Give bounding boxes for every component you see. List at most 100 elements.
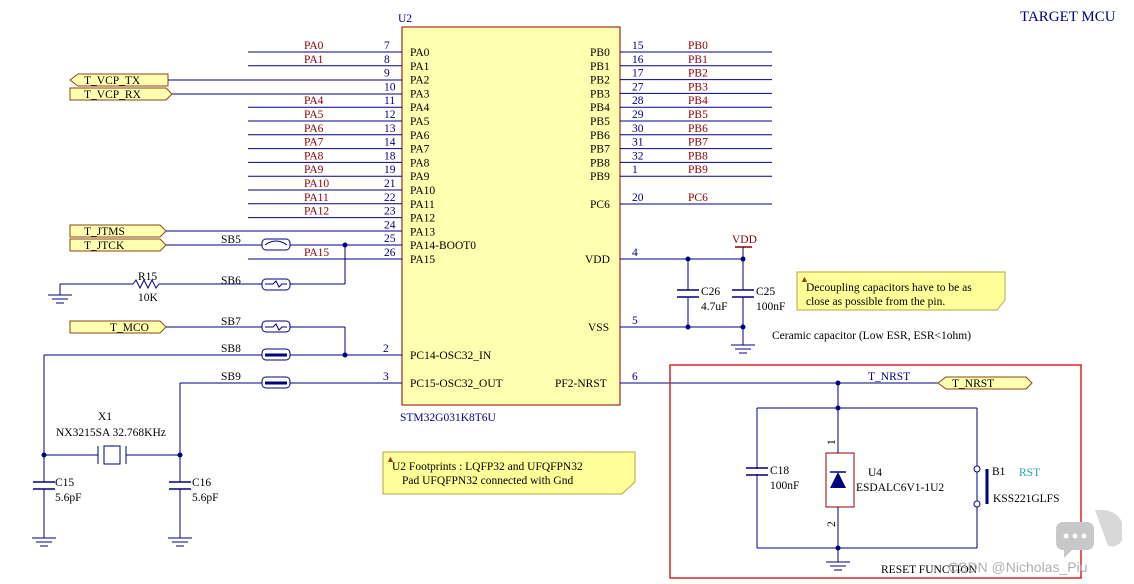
vdd-pin-name: VDD [585, 254, 610, 266]
port-nrst-label: T_NRST [952, 378, 994, 390]
right-pin-num: 16 [632, 54, 644, 66]
u4-ref: U4 [868, 467, 882, 479]
left-pin-name: PA6 [410, 130, 430, 142]
osc-in-name: PC14-OSC32_IN [410, 350, 492, 362]
right-pin-name: PB2 [590, 75, 610, 87]
left-pin-name: PA12 [410, 213, 435, 225]
port-vcp-tx: T_VCP_TX [69, 73, 169, 87]
chip-body [401, 26, 621, 406]
u4-pin1: 1 [826, 439, 838, 445]
port-vcp-rx-label: T_VCP_RX [84, 89, 142, 101]
right-net-label: PB0 [688, 40, 708, 52]
right-pin-name: PB0 [590, 47, 610, 59]
x1-value: NX3215SA 32.768KHz [56, 427, 166, 439]
x1-ref: X1 [98, 411, 112, 423]
port-nrst: T_NRST [937, 376, 1033, 390]
c25-ref: C25 [756, 286, 775, 298]
right-pin-name: PB3 [590, 88, 610, 100]
right-net-label: PB7 [688, 137, 708, 149]
right-pin-name: PB1 [590, 61, 610, 73]
c26-ref: C26 [701, 286, 720, 298]
left-net-label: PA11 [304, 192, 329, 204]
left-pin-num: 13 [384, 123, 396, 135]
nrst-net-label: T_NRST [868, 371, 910, 383]
c25-value: 100nF [756, 301, 785, 313]
sb6-label: SB6 [221, 275, 241, 287]
port-mco: T_MCO [69, 320, 167, 334]
left-pin-num: 8 [384, 54, 390, 66]
ceramic-note: Ceramic capacitor (Low ESR, ESR<1ohm) [772, 330, 971, 342]
c15-value: 5.6pF [55, 492, 82, 504]
left-pin-num: 23 [384, 206, 396, 218]
vdd-power-label: VDD [732, 234, 757, 246]
right-net-label: PB1 [688, 54, 708, 66]
b1-ref: B1 [992, 466, 1006, 478]
left-pin-name: PA4 [410, 102, 430, 114]
footprint-note-line1: U2 Footprints : LQFP32 and UFQFPN32 [392, 461, 583, 473]
left-net-label: PA9 [304, 164, 324, 176]
right-pin-num: 17 [632, 68, 644, 80]
right-pin-num: 32 [632, 150, 644, 162]
right-pin-name: PB7 [590, 144, 610, 156]
left-pin-num: 19 [384, 164, 396, 176]
port-mco-label: T_MCO [110, 322, 149, 334]
c16-ref: C16 [192, 477, 211, 489]
sb7-label: SB7 [221, 316, 241, 328]
port-jtck: T_JTCK [69, 238, 167, 252]
r15-resistor [132, 278, 160, 290]
r15-value: 10K [138, 292, 159, 304]
ground-c16 [168, 537, 192, 547]
c15-ref: C15 [55, 477, 74, 489]
c26-value: 4.7uF [701, 301, 728, 313]
sb5-bridge [261, 238, 291, 251]
left-pin-num: 9 [384, 68, 390, 80]
left-pin-num: 21 [384, 178, 396, 190]
right-pin-num: 28 [632, 95, 644, 107]
sb9-label: SB9 [221, 371, 241, 383]
left-pin-num: 24 [384, 219, 396, 231]
nrst-pin-num: 6 [632, 371, 638, 383]
left-net-label: PA1 [304, 54, 324, 66]
sb5-label: SB5 [221, 234, 241, 246]
port-jtck-label: T_JTCK [84, 240, 125, 252]
b1-label: RST [1019, 467, 1040, 479]
reset-function-box [669, 364, 1082, 579]
nrst-pin-name: PF2-NRST [555, 378, 607, 390]
left-net-label: PA15 [304, 247, 329, 259]
port-jtms-label: T_JTMS [84, 226, 125, 238]
left-pin-num: 25 [384, 233, 396, 245]
u4-value: ESDALC6V1-1U2 [856, 482, 944, 494]
vss-pin-num: 5 [632, 315, 638, 327]
left-pins: 7PA0PA08PA1PA19PA210PA311PA4PA412PA5PA51… [248, 40, 476, 266]
decoupling-note-line2: close as possible from the pin. [806, 296, 945, 308]
right-pin-num: 31 [632, 137, 644, 149]
decoupling-note-line1: Decoupling capacitors have to be as [806, 282, 972, 294]
right-pin-name: PB5 [590, 116, 610, 128]
right-pin-num: 27 [632, 81, 644, 93]
left-pin-name: PA7 [410, 144, 430, 156]
left-pin-num: 12 [384, 109, 396, 121]
right-net-label: PB9 [688, 164, 708, 176]
left-pin-num: 10 [384, 81, 396, 93]
port-vcp-rx: T_VCP_RX [69, 87, 173, 101]
port-vcp-tx-label: T_VCP_TX [84, 75, 141, 87]
left-pin-num: 14 [384, 137, 396, 149]
c16-value: 5.6pF [192, 492, 219, 504]
vdd-pin-num: 4 [632, 247, 638, 259]
left-pin-name: PA14-BOOT0 [410, 240, 476, 252]
right-pin-num: 29 [632, 109, 644, 121]
osc-in-num: 2 [383, 343, 389, 355]
left-pin-name: PA11 [410, 199, 435, 211]
left-pin-name: PA3 [410, 88, 430, 100]
right-net-label: PB6 [688, 123, 708, 135]
right-pin-name: PB9 [590, 171, 610, 183]
chip-ref: U2 [398, 13, 412, 25]
left-net-label: PA5 [304, 109, 324, 121]
ground-c15 [32, 537, 56, 547]
osc-out-num: 3 [383, 371, 389, 383]
c18-ref: C18 [770, 465, 789, 477]
left-pin-name: PA8 [410, 157, 430, 169]
left-pin-name: PA2 [410, 75, 430, 87]
left-pin-num: 11 [384, 95, 395, 107]
left-net-label: PA0 [304, 40, 324, 52]
